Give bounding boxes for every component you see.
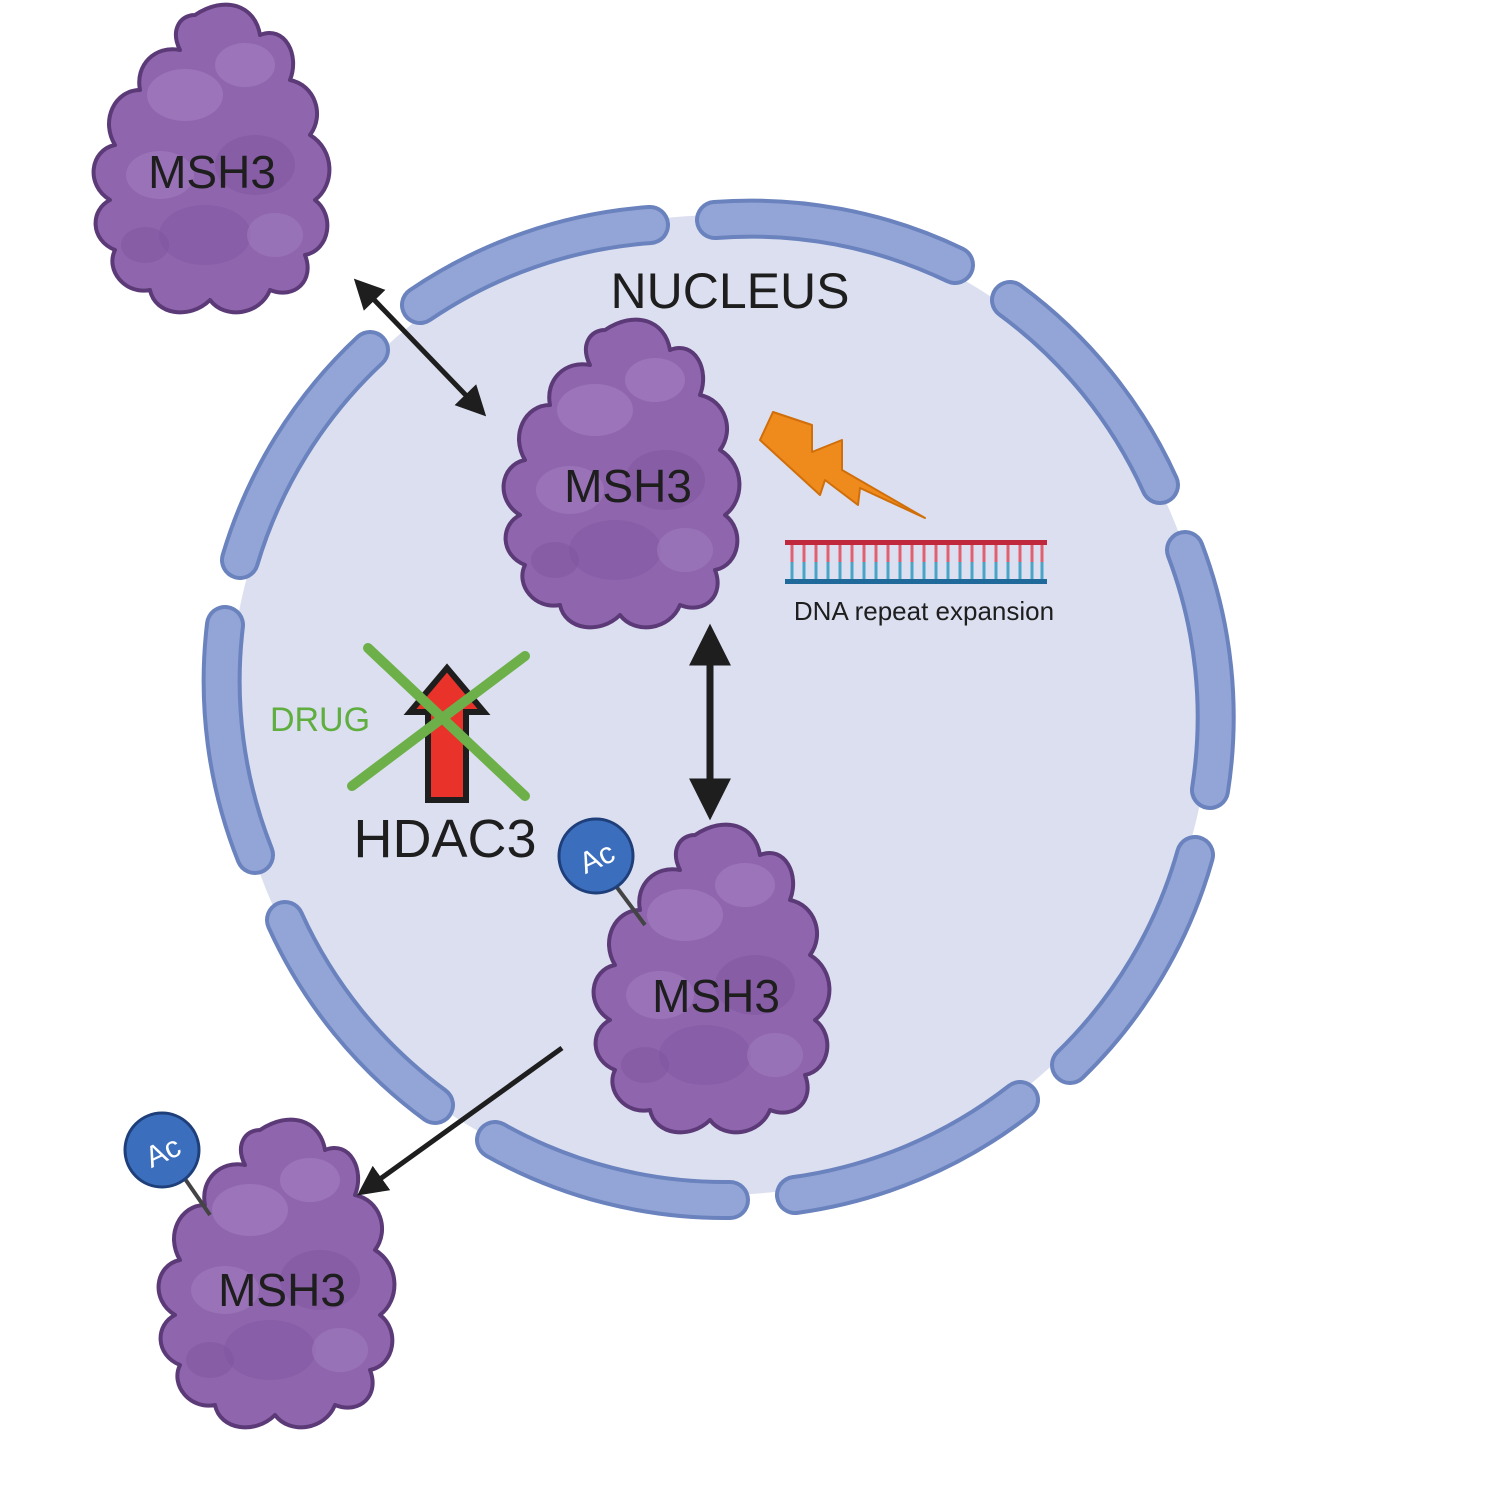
drug-label: DRUG [270, 701, 370, 739]
msh3-label-cytoplasm-top: MSH3 [148, 146, 276, 198]
nucleus-label: NUCLEUS [611, 263, 850, 319]
msh3-label-nuclear: MSH3 [564, 460, 692, 512]
acetyl-group-icon: Ac [123, 1111, 212, 1217]
acetyl-group-icon: Ac [557, 817, 647, 927]
hdac3-label: HDAC3 [353, 809, 536, 869]
nuclear-envelope [201, 198, 1236, 1221]
dna-strand-icon [785, 540, 1047, 584]
msh3-label-nuclear-acetylated: MSH3 [652, 970, 780, 1022]
export-arrow [357, 1045, 564, 1196]
dna-label: DNA repeat expansion [794, 596, 1054, 626]
lightning-bolt-icon [759, 411, 926, 519]
import-export-arrow [353, 278, 487, 417]
green-cross-icon [347, 643, 530, 801]
msh3-label-cytoplasm-bottom: MSH3 [218, 1264, 346, 1316]
